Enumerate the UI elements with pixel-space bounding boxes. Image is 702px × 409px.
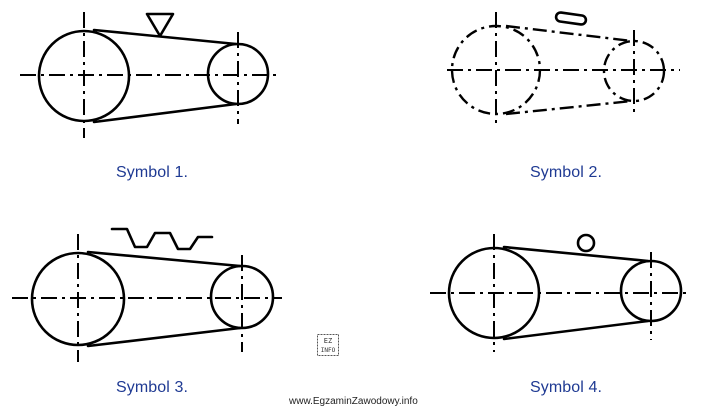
symbol-2-belt-top [505,24,633,43]
svg-text:EZ: EZ [324,337,332,345]
symbol-1-v-belt-triangle-mark [145,12,175,38]
symbol-2-label: Symbol 2. [530,164,603,181]
symbol-1-belt-top [92,28,238,46]
symbol-3-toothed-belt-drive [12,227,282,362]
symbol-1-belt-bottom [92,102,238,124]
symbol-4-belt-bottom [502,319,650,341]
svg-text:INFO: INFO [321,347,336,354]
symbol-2-belt-bottom [505,99,633,116]
symbol-4-round-belt-drive [430,233,690,352]
symbol-2-flat-belt-mark [554,11,588,26]
symbol-3-label: Symbol 3. [116,379,189,396]
symbol-4-round-belt-mark [576,233,596,253]
symbol-3-toothed-belt-mark [110,227,214,251]
site-watermark: www.EgzaminZawodowy.info [289,396,418,407]
symbol-4-belt-top [502,245,650,263]
symbol-4-label: Symbol 4. [530,379,603,396]
symbol-1-label: Symbol 1. [116,164,189,181]
symbol-2-dashed-belt-drive [447,11,680,126]
symbol-3-belt-top [86,250,242,268]
symbol-3-belt-bottom [86,326,242,348]
symbol-1-flat-belt-with-v-mark [20,12,278,138]
ez-info-logo: EZ INFO [317,334,339,356]
